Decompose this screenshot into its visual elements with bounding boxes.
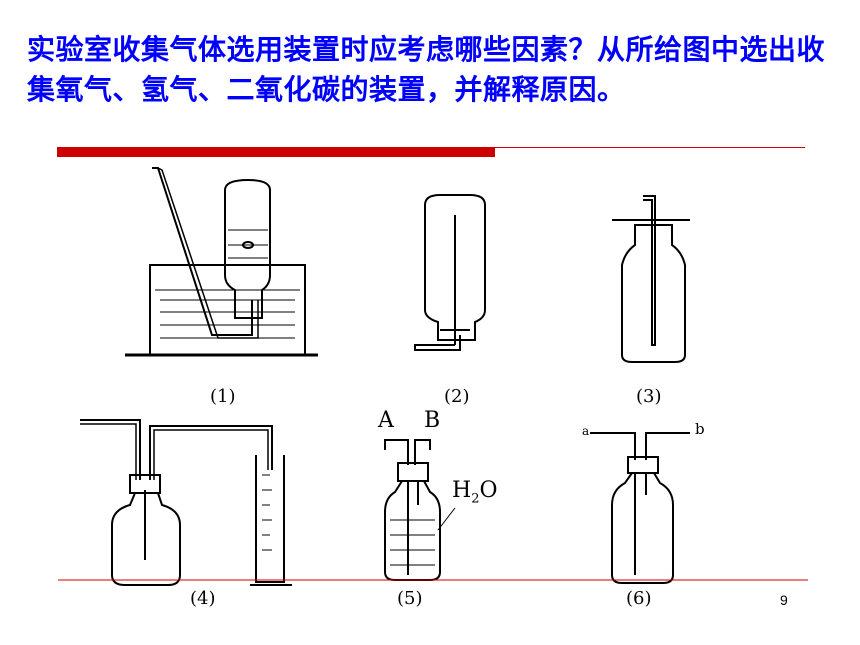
title-underline-line (495, 147, 805, 148)
apparatus-bottle-water (384, 439, 456, 581)
figure-label-1: (1) (210, 386, 236, 407)
figure-label-6: (6) (626, 588, 652, 609)
fig5-water-sub: 2 (471, 491, 480, 507)
fig6-port-a-label: a (582, 424, 590, 438)
fig6-port-b-label: b (695, 420, 705, 438)
fig5-water-label: H2O (452, 478, 498, 506)
page-number: 9 (780, 592, 788, 608)
apparatus-upright-bottle (612, 195, 690, 363)
fig5-port-b-label: B (424, 408, 441, 433)
figure-label-3: (3) (636, 386, 662, 407)
figure-label-4: (4) (190, 588, 216, 609)
apparatus-bottle-ab (590, 432, 690, 584)
title-underline-bar (57, 147, 495, 157)
apparatus-wash-bottle-cylinder (80, 419, 292, 586)
fig5-port-a-label: A (378, 408, 394, 433)
figure-label-2: (2) (444, 386, 470, 407)
fig5-water-o: O (479, 478, 498, 503)
question-text: 实验室收集气体选用装置时应考虑哪些因素？从所给图中选出收集氧气、氢气、二氧化碳的… (27, 33, 826, 106)
apparatus-inverted-bottle (414, 194, 486, 351)
apparatus-water-trough (125, 167, 318, 357)
figure-label-5: (5) (397, 588, 423, 609)
fig5-water-h: H (452, 478, 472, 503)
